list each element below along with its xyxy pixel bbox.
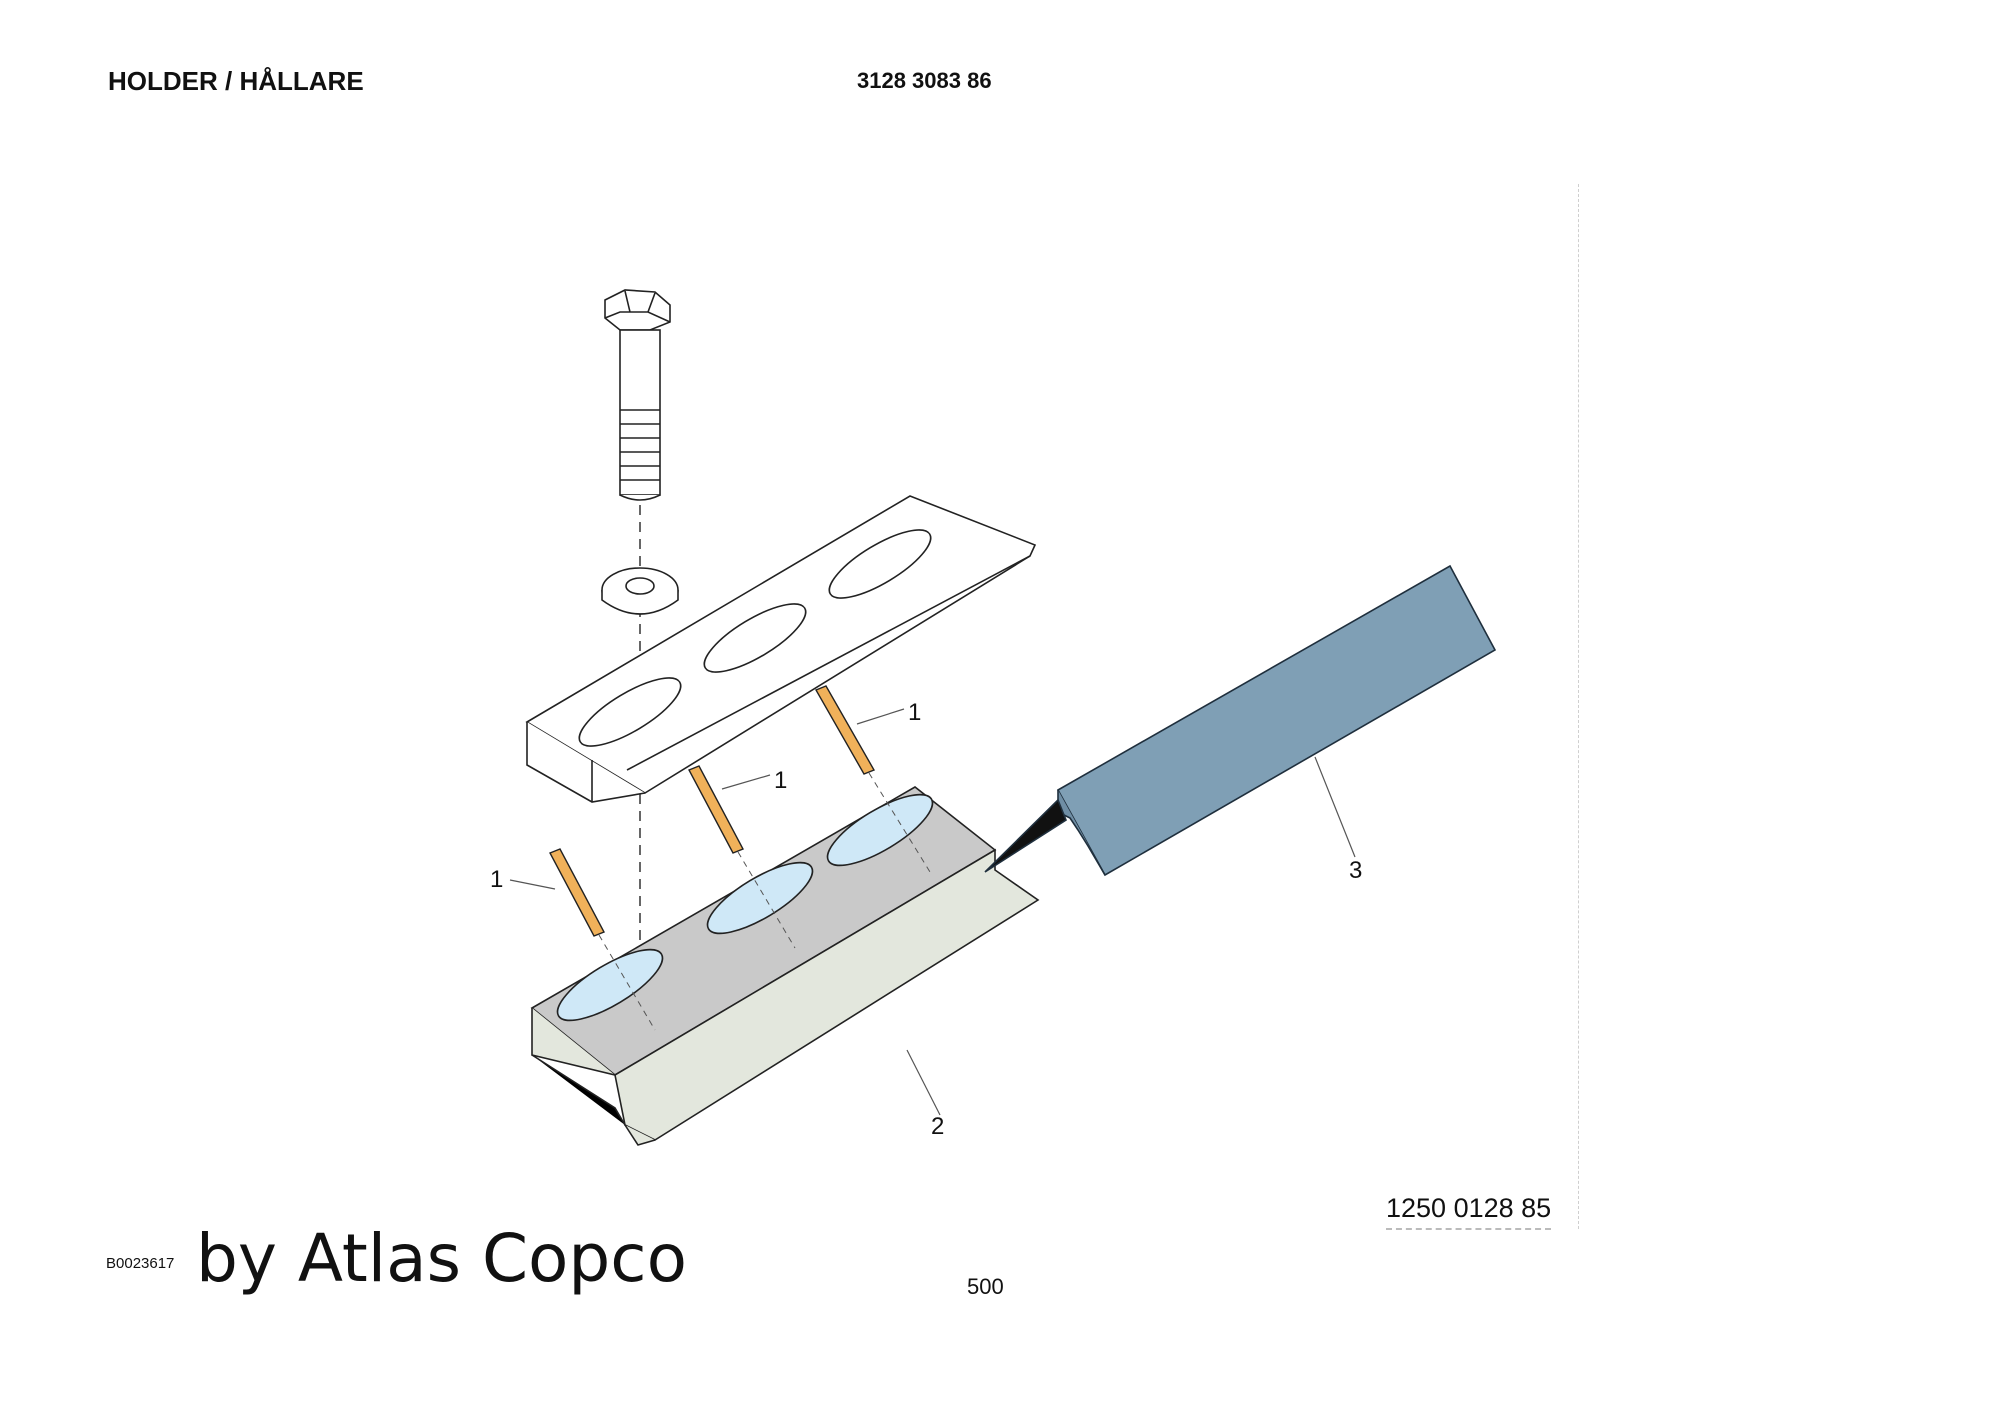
callout-label-2: 2	[931, 1113, 944, 1140]
watermark-text: by Atlas Copco	[196, 1220, 687, 1297]
page-number: 500	[967, 1274, 1004, 1299]
reference-number: 1250 0128 85	[1386, 1193, 1551, 1230]
drawing-id: B0023617	[106, 1255, 175, 1272]
callout-label-1a: 1	[490, 866, 503, 893]
callout-label-1c: 1	[908, 699, 921, 726]
tool-bar-illustration	[984, 564, 1497, 877]
page-title: HOLDER / HÅLLARE	[108, 66, 364, 96]
clamp-plate-illustration	[525, 495, 1037, 803]
holder-illustration	[530, 786, 1040, 1146]
frame-divider	[1578, 184, 1579, 1229]
callout-label-1b: 1	[774, 767, 787, 794]
part-number: 3128 3083 86	[857, 68, 992, 93]
callout-label-3: 3	[1349, 857, 1362, 884]
bolt-illustration	[604, 289, 671, 501]
leader-lines	[509, 708, 1356, 1116]
washer-illustration	[601, 567, 679, 615]
pin-guide-lines	[598, 772, 931, 1031]
pin-illustration	[549, 685, 876, 937]
